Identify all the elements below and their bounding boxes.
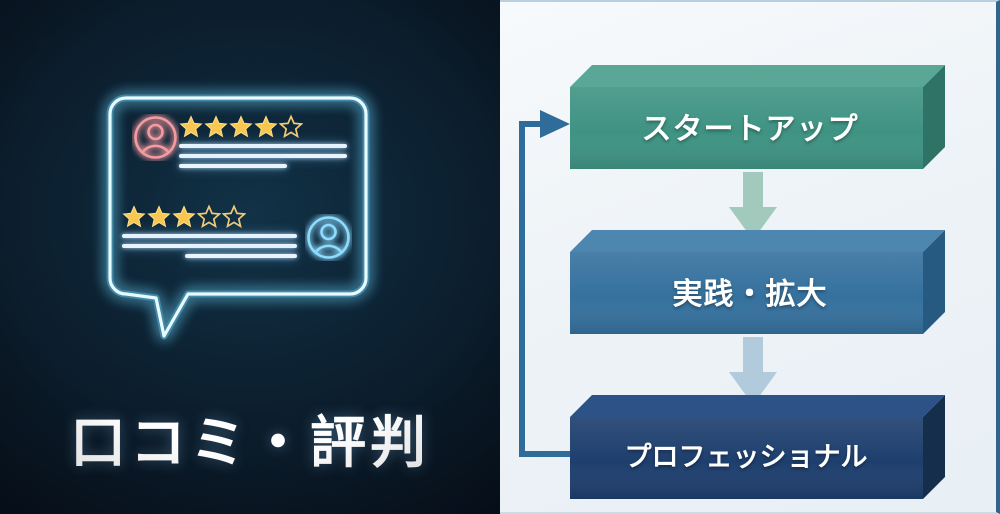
feedback-arrowhead	[540, 110, 570, 138]
text-line	[179, 144, 347, 148]
flowchart-graphics	[519, 65, 945, 499]
text-line	[122, 234, 297, 238]
flowchart: スタートアップ 実践・拡大 プロフェッショナル	[500, 2, 996, 512]
flow-node-label: プロフェッショナル	[624, 442, 868, 473]
flow-node-label: 実践・拡大	[672, 277, 828, 312]
feedback-arrow	[519, 121, 578, 457]
review-text-lines	[122, 234, 297, 258]
page-title: 口コミ・評判	[70, 411, 430, 476]
review-item	[122, 204, 352, 261]
right-panel-flowchart: スタートアップ 実践・拡大 プロフェッショナル	[500, 0, 1000, 514]
text-line	[179, 164, 287, 168]
flow-node-practice-label-wrap: 実践・拡大	[500, 227, 996, 342]
flow-node-professional-label-wrap: プロフェッショナル	[500, 392, 996, 507]
left-panel-reviews: 口コミ・評判	[0, 0, 500, 514]
user-avatar-icon	[132, 114, 179, 161]
speech-bubble-icon	[106, 94, 370, 340]
text-line	[122, 244, 297, 248]
flow-node-label: スタートアップ	[641, 112, 859, 147]
neon-speech-bubble	[104, 92, 372, 342]
arrow-startup-to-practice	[729, 172, 777, 240]
flow-node-professional	[570, 395, 945, 499]
star-rating	[122, 204, 297, 228]
arrow-practice-to-professional	[729, 337, 777, 405]
text-line	[185, 254, 297, 258]
review-item	[132, 114, 347, 168]
flow-node-startup-label-wrap: スタートアップ	[500, 62, 996, 177]
text-line	[179, 154, 347, 158]
flow-node-startup	[570, 65, 945, 169]
review-text-lines	[179, 144, 347, 168]
star-rating	[179, 114, 347, 138]
user-avatar-icon	[305, 214, 352, 261]
flow-node-practice	[570, 230, 945, 334]
